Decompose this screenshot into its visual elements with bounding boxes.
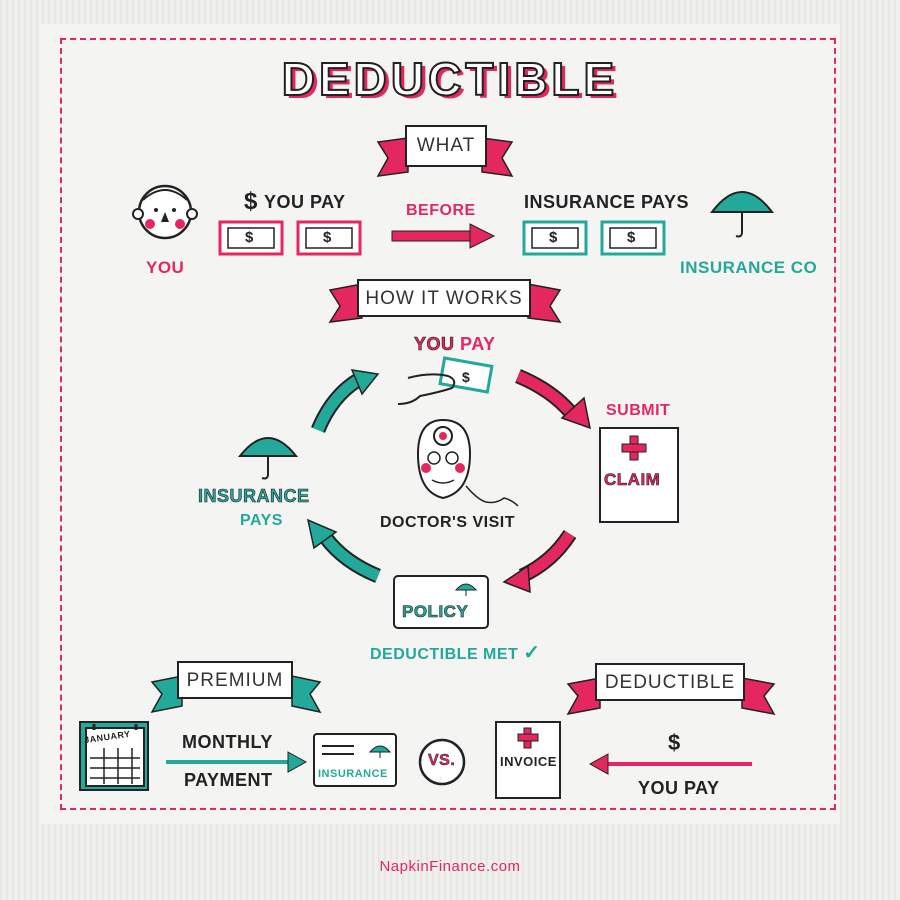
invoice-icon (495, 721, 561, 799)
insurance-co-label: INSURANCE CO (680, 258, 818, 277)
umbrella-icon (709, 191, 775, 238)
vs-circle (418, 738, 466, 786)
before-label: BEFORE (406, 202, 476, 219)
insurance-card-icon (313, 733, 397, 787)
cycle-you-pay-label: YOU PAY (414, 334, 496, 355)
deductible-you-pay-label: YOU PAY (638, 778, 720, 798)
pays-label: PAYS (240, 512, 283, 529)
what-banner-label: WHAT (416, 135, 476, 156)
bill-symbol: $ (245, 229, 254, 246)
deductible-banner (566, 663, 776, 716)
policy-card-icon (393, 575, 489, 629)
insurance-pays-label: INSURANCE PAYS (524, 192, 690, 212)
invoice-label: INVOICE (500, 754, 557, 769)
policy-label: POLICY (402, 602, 469, 622)
what-banner (376, 125, 514, 177)
check-icon: ✓ (523, 642, 541, 664)
you-label: YOU (146, 258, 185, 277)
claim-form-icon (599, 427, 679, 523)
monthly-payment-arrow (166, 751, 308, 773)
deductible-met-text: DEDUCTIBLE MET (370, 646, 519, 663)
page-title: DEDUCTIBLE (281, 52, 619, 106)
dollar-sign-icon: $ (244, 188, 258, 215)
monthly-label: MONTHLY (182, 732, 273, 752)
umbrella-icon-small (237, 437, 299, 480)
bill-symbol: $ (549, 229, 558, 246)
bill-symbol: $ (627, 229, 636, 246)
you-pay-arrow (588, 753, 752, 775)
you-pay-label: YOU PAY (264, 192, 346, 212)
premium-banner-label: PREMIUM (186, 670, 284, 691)
deductible-met-label: DEDUCTIBLE MET ✓ (370, 640, 541, 665)
claim-label: CLAIM (604, 470, 661, 490)
doctor-icon (416, 418, 519, 507)
premium-banner (150, 661, 322, 714)
insurance-card-label: INSURANCE (318, 768, 388, 780)
deductible-dollar-icon: $ (668, 730, 681, 755)
bill-symbol: $ (323, 229, 332, 246)
you-face-icon (132, 184, 198, 240)
payment-label: PAYMENT (184, 770, 273, 790)
before-arrow (391, 223, 496, 249)
hand-money-icon: $ (397, 356, 494, 405)
deductible-banner-label: DEDUCTIBLE (604, 672, 736, 693)
pay-word: PAY (460, 334, 496, 354)
how-it-works-banner (328, 279, 562, 323)
cycle-arrows (306, 369, 591, 594)
insurance-pays-bills (522, 220, 666, 256)
dashed-border (60, 38, 836, 810)
you-pay-bills (218, 220, 362, 256)
how-it-works-label: HOW IT WORKS (365, 288, 523, 309)
you-word: YOU (414, 334, 455, 355)
svg-text:$: $ (462, 369, 470, 385)
submit-label: SUBMIT (606, 402, 671, 419)
calendar-icon (79, 721, 149, 791)
insurance-label: INSURANCE (198, 486, 310, 507)
footer-link[interactable]: NapkinFinance.com (379, 858, 521, 875)
doctors-visit-label: DOCTOR'S VISIT (380, 514, 515, 531)
vs-label: VS. (428, 752, 456, 770)
